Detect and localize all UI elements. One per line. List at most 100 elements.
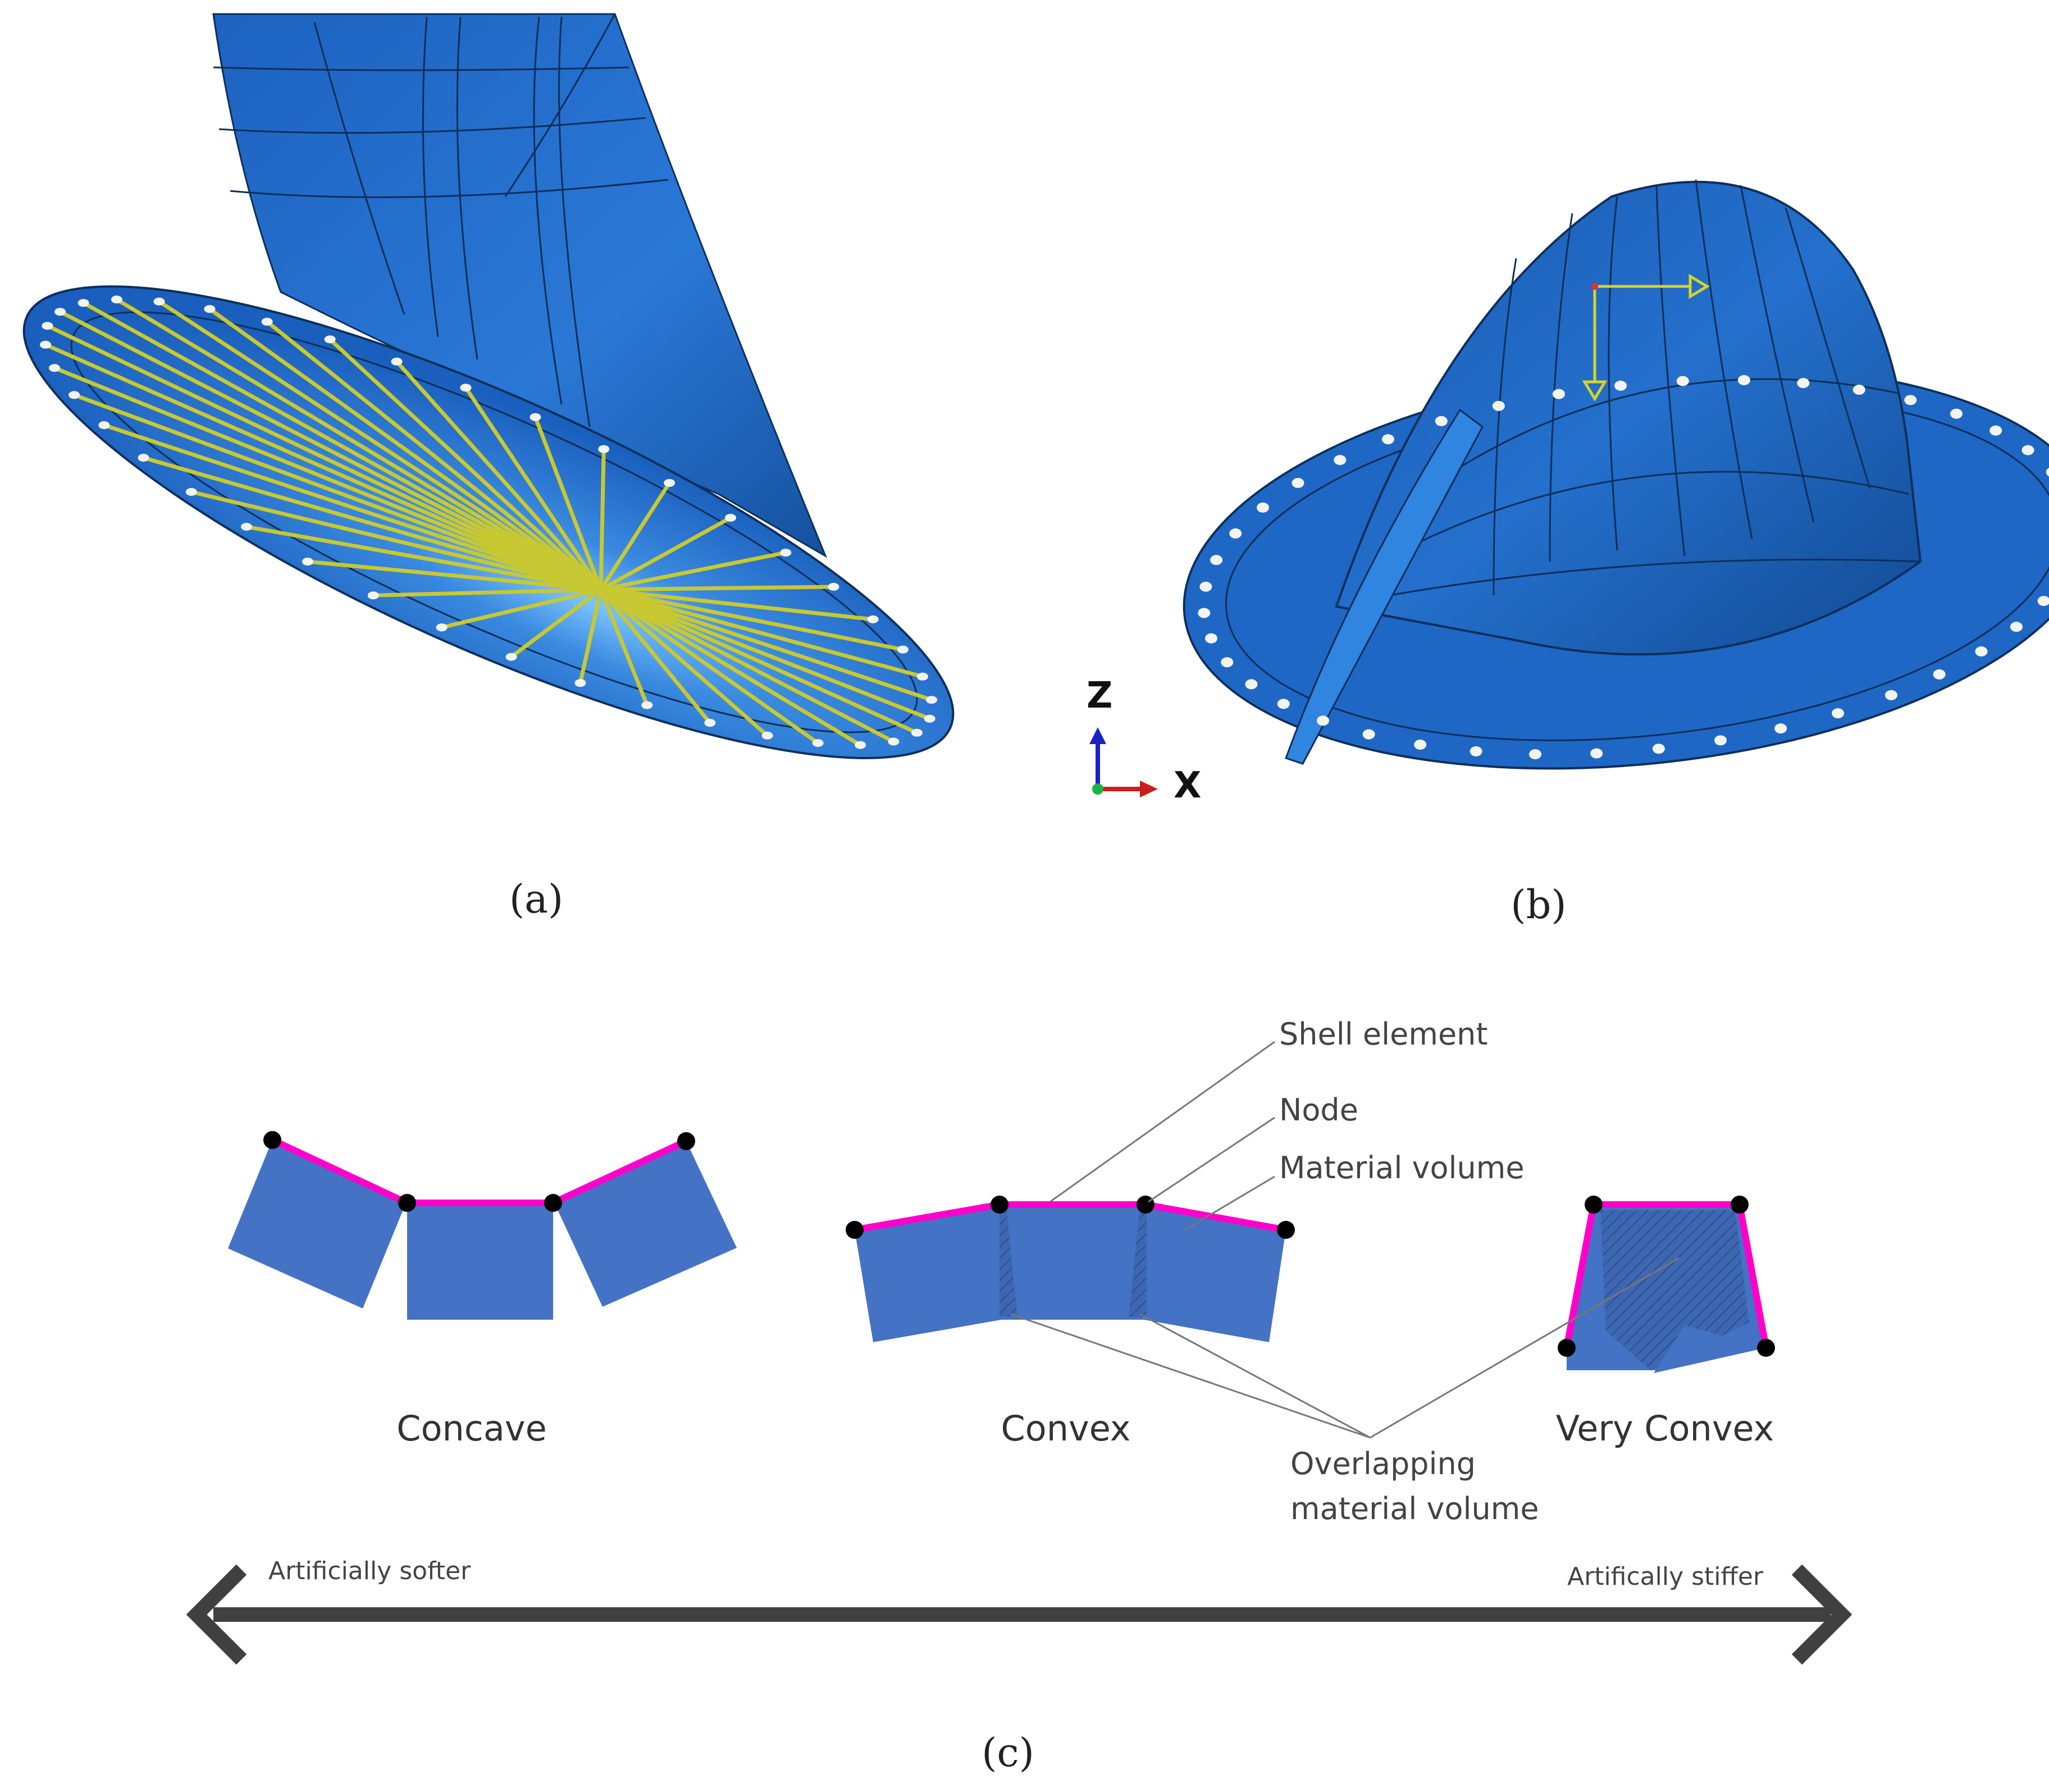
bolt-hole xyxy=(69,391,80,399)
x-axis-label: X xyxy=(1174,765,1201,806)
bolt-hole xyxy=(926,696,938,704)
node xyxy=(1137,1196,1154,1214)
bolt-hole xyxy=(1989,425,2002,436)
node xyxy=(1558,1339,1576,1357)
bolt-hole xyxy=(1904,395,1917,405)
bolt-holes-b xyxy=(1198,375,2049,760)
coupling-line xyxy=(578,589,603,683)
bolt-hole xyxy=(761,731,773,740)
node xyxy=(677,1132,695,1150)
bolt-hole xyxy=(302,558,313,566)
bolt-hole xyxy=(460,384,472,392)
very-convex-diagram: Very Convex xyxy=(1556,1196,1775,1449)
coupling-line xyxy=(143,455,601,592)
bolt-hole xyxy=(724,513,736,522)
node xyxy=(544,1194,562,1212)
bolt-hole xyxy=(54,308,66,316)
convex-diagram: Convex xyxy=(846,1196,1295,1449)
coupling-line xyxy=(600,587,918,735)
inner-edge-a xyxy=(70,311,918,733)
bolt-hole xyxy=(641,701,653,709)
bolt-hole xyxy=(1552,389,1565,399)
bolt-hole xyxy=(1714,735,1727,746)
coupling-line xyxy=(44,343,602,592)
bolt-hole xyxy=(1277,699,1290,709)
local-coordinate-system xyxy=(1582,273,1710,402)
bolt-hole xyxy=(888,737,900,746)
coupling-line xyxy=(599,588,769,737)
bolt-hole xyxy=(2037,596,2049,607)
coupling-line xyxy=(599,589,649,706)
y-axis-dot-icon xyxy=(1092,783,1103,795)
element-volume xyxy=(228,1140,407,1308)
bolt-hole xyxy=(436,623,448,632)
bolt-hole xyxy=(1210,555,1223,566)
bolt-hole xyxy=(1614,380,1627,391)
bolt-hole xyxy=(1470,746,1482,756)
coupling-line xyxy=(599,482,672,591)
x-arrowhead-icon xyxy=(1140,781,1158,797)
coupling-line xyxy=(82,301,602,592)
bolt-hole xyxy=(1676,376,1689,386)
element-volume xyxy=(855,1205,1017,1342)
element-volume xyxy=(553,1141,737,1307)
element-volume xyxy=(1654,1325,1766,1373)
bolt-hole xyxy=(2046,468,2049,477)
bolt-hole xyxy=(1737,375,1750,385)
coupling-line xyxy=(158,300,602,591)
bolt-hole xyxy=(924,714,935,723)
coupling-line xyxy=(510,588,603,659)
bolt-hole xyxy=(867,615,879,623)
bolt-hole xyxy=(1852,385,1865,395)
coupling-line xyxy=(600,585,834,592)
bolt-hole xyxy=(530,413,541,421)
coupling-line xyxy=(46,324,602,592)
coupling-line xyxy=(600,587,895,744)
bolt-hole xyxy=(204,305,216,313)
label-very-convex: Very Convex xyxy=(1556,1408,1774,1449)
bolt-hole xyxy=(1492,400,1505,411)
coupling-line xyxy=(464,386,603,591)
bolt-hole xyxy=(1221,657,1234,668)
caption-b: (b) xyxy=(1510,882,1566,928)
bolt-hole xyxy=(1334,455,1347,466)
coupling-line xyxy=(600,587,930,721)
coupling-line xyxy=(441,587,601,630)
coupling-line xyxy=(373,587,601,598)
bolt-hole xyxy=(1950,408,1963,419)
concave-diagram: Concave xyxy=(228,1131,737,1449)
bolt-hole xyxy=(1414,739,1427,750)
node xyxy=(1757,1339,1775,1357)
bolt-hole xyxy=(1199,581,1212,592)
bolt-hole xyxy=(812,739,824,747)
node xyxy=(846,1221,864,1239)
bolt-hole xyxy=(153,297,165,305)
csys-origin-icon xyxy=(1591,283,1598,290)
callout-shell-element: Shell element xyxy=(1279,1016,1488,1052)
bolt-hole xyxy=(1198,608,1211,618)
bolt-hole xyxy=(1975,646,1988,657)
coupling-line xyxy=(116,298,602,592)
overlap-hatch xyxy=(1129,1207,1147,1317)
coupling-line xyxy=(600,550,786,592)
coupling-line xyxy=(600,587,873,622)
node xyxy=(263,1131,281,1149)
panel-c: Concave Convex Very Con xyxy=(186,1016,1852,1665)
bolt-hole xyxy=(574,679,586,687)
z-arrowhead-icon xyxy=(1089,727,1106,744)
bolt-hole xyxy=(1245,679,1258,690)
bolt-hole xyxy=(138,454,149,462)
label-convex: Convex xyxy=(1001,1408,1131,1449)
coupling-line xyxy=(190,490,601,592)
bolt-hole xyxy=(77,299,89,307)
coupling-line xyxy=(600,516,732,592)
coupling-line xyxy=(599,449,606,590)
bolt-hole xyxy=(916,672,928,681)
bolt-hole xyxy=(98,421,110,430)
bolt-hole xyxy=(324,335,336,344)
left-arrowhead-icon xyxy=(186,1564,247,1665)
bolt-hole xyxy=(1774,723,1787,734)
bolt-hole xyxy=(39,340,51,349)
shell-element-line xyxy=(1563,1201,1769,1349)
bolt-hole xyxy=(367,591,379,600)
